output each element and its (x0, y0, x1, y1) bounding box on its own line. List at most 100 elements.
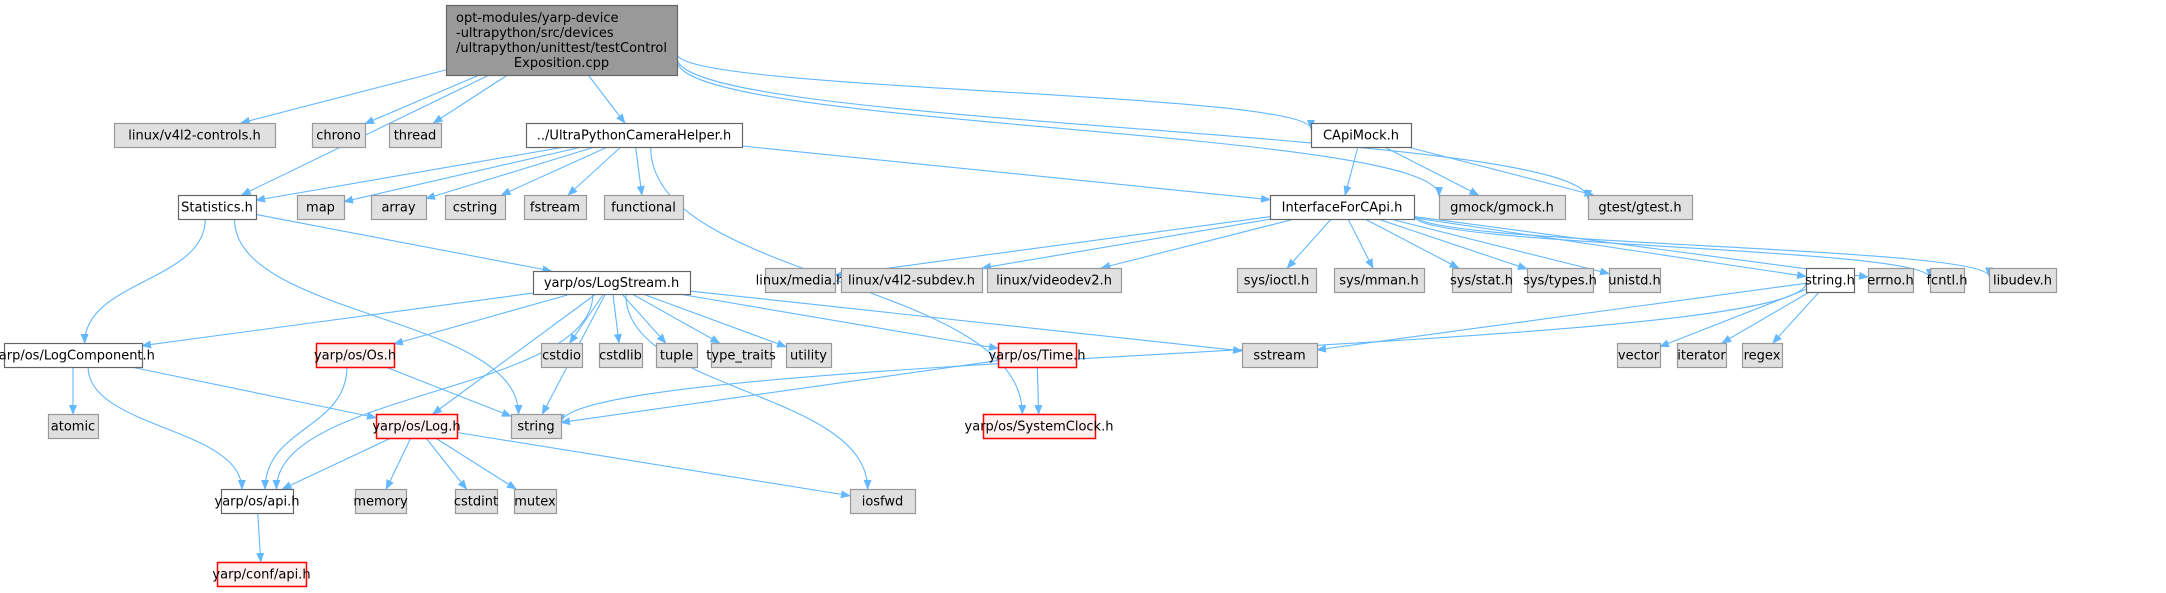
node-box[interactable] (785, 342, 833, 369)
node-mutex[interactable]: mutex (513, 488, 558, 515)
node-functional[interactable]: functional (603, 194, 685, 221)
node-box[interactable] (540, 342, 584, 369)
node-box[interactable] (840, 267, 984, 294)
node-box[interactable] (47, 413, 100, 440)
node-map[interactable]: map (296, 194, 346, 221)
node-string[interactable]: string (510, 413, 563, 440)
node-box[interactable] (1526, 267, 1595, 294)
node-box[interactable] (354, 488, 408, 515)
node-videodev2[interactable]: linux/videodev2.h (986, 267, 1123, 294)
node-box[interactable] (655, 342, 699, 369)
node-box[interactable] (220, 488, 295, 515)
node-capimock[interactable]: CApiMock.h (1310, 122, 1413, 149)
node-tuple[interactable]: tuple (655, 342, 699, 369)
node-libudev[interactable]: libudev.h (1988, 267, 2058, 294)
node-stringh[interactable]: string.h (1805, 267, 1856, 294)
node-box[interactable] (315, 342, 396, 369)
node-cstdlib[interactable]: cstdlib (598, 342, 644, 369)
node-cstring[interactable]: cstring (444, 194, 507, 221)
node-ioctl[interactable]: sys/ioctl.h (1236, 267, 1318, 294)
node-ifcapi[interactable]: InterfaceForCApi.h (1269, 194, 1416, 221)
node-box[interactable] (375, 413, 459, 440)
node-cstdint[interactable]: cstdint (454, 488, 499, 515)
node-box[interactable] (598, 342, 644, 369)
node-box[interactable] (997, 342, 1078, 369)
node-box[interactable] (1929, 267, 1966, 294)
node-media[interactable]: linux/media.h (756, 267, 845, 294)
node-box[interactable] (177, 194, 258, 221)
node-array[interactable]: array (370, 194, 428, 221)
node-stat[interactable]: sys/stat.h (1450, 267, 1513, 294)
node-logcomponent[interactable]: yarp/os/LogComponent.h (0, 342, 155, 369)
node-box[interactable] (444, 194, 507, 221)
node-types[interactable]: sys/types.h (1523, 267, 1597, 294)
node-gtest[interactable]: gtest/gtest.h (1587, 194, 1694, 221)
node-box[interactable] (525, 122, 744, 149)
node-box[interactable] (1333, 267, 1426, 294)
node-root[interactable]: opt-modules/yarp-device-ultrapython/src/… (445, 4, 679, 77)
node-box[interactable] (849, 488, 917, 515)
node-box[interactable] (1805, 267, 1856, 294)
node-mman[interactable]: sys/mman.h (1333, 267, 1426, 294)
node-api[interactable]: yarp/os/api.h (215, 488, 300, 515)
node-box[interactable] (603, 194, 685, 221)
node-gmock[interactable]: gmock/gmock.h (1438, 194, 1567, 221)
node-typetraits[interactable]: type_traits (706, 342, 776, 369)
node-box[interactable] (445, 4, 679, 77)
node-box[interactable] (986, 267, 1123, 294)
node-memory[interactable]: memory (353, 488, 408, 515)
node-thread[interactable]: thread (388, 122, 443, 149)
node-box[interactable] (113, 122, 277, 149)
node-unistd[interactable]: unistd.h (1608, 267, 1662, 294)
node-box[interactable] (1587, 194, 1694, 221)
node-v4l2controls[interactable]: linux/v4l2-controls.h (113, 122, 277, 149)
node-box[interactable] (523, 194, 588, 221)
node-confapi[interactable]: yarp/conf/api.h (212, 561, 311, 588)
node-logstream[interactable]: yarp/os/LogStream.h (532, 270, 692, 296)
node-box[interactable] (1438, 194, 1567, 221)
node-vector[interactable]: vector (1616, 342, 1662, 369)
node-chrono[interactable]: chrono (311, 122, 367, 149)
node-box[interactable] (3, 342, 144, 369)
node-box[interactable] (1269, 194, 1416, 221)
node-iterator[interactable]: iterator (1676, 342, 1728, 369)
node-os[interactable]: yarp/os/Os.h (314, 342, 396, 369)
node-box[interactable] (532, 270, 692, 296)
node-v4l2subdev[interactable]: linux/v4l2-subdev.h (840, 267, 984, 294)
node-box[interactable] (1676, 342, 1728, 369)
node-box[interactable] (1616, 342, 1662, 369)
node-box[interactable] (311, 122, 367, 149)
node-box[interactable] (1451, 267, 1513, 294)
node-errno[interactable]: errno.h (1867, 267, 1915, 294)
node-box[interactable] (370, 194, 428, 221)
node-box[interactable] (454, 488, 499, 515)
node-box[interactable] (388, 122, 443, 149)
node-utility[interactable]: utility (785, 342, 833, 369)
node-box[interactable] (216, 561, 308, 588)
node-sstream[interactable]: sstream (1241, 342, 1319, 369)
node-box[interactable] (1741, 342, 1784, 369)
node-box[interactable] (764, 267, 837, 294)
node-box[interactable] (1241, 342, 1319, 369)
node-statistics[interactable]: Statistics.h (177, 194, 258, 221)
node-atomic[interactable]: atomic (47, 413, 100, 440)
node-box[interactable] (1608, 267, 1662, 294)
node-box[interactable] (710, 342, 773, 369)
node-systemclock[interactable]: yarp/os/SystemClock.h (965, 413, 1114, 440)
node-fstream[interactable]: fstream (523, 194, 588, 221)
node-box[interactable] (510, 413, 563, 440)
node-box[interactable] (1236, 267, 1318, 294)
node-box[interactable] (513, 488, 558, 515)
node-box[interactable] (1867, 267, 1915, 294)
node-box[interactable] (982, 413, 1097, 440)
node-regex[interactable]: regex (1741, 342, 1784, 369)
node-log[interactable]: yarp/os/Log.h (372, 413, 461, 440)
node-time[interactable]: yarp/os/Time.h (989, 342, 1086, 369)
node-helper[interactable]: ../UltraPythonCameraHelper.h (525, 122, 744, 149)
node-box[interactable] (1988, 267, 2058, 294)
node-box[interactable] (296, 194, 346, 221)
node-iosfwd[interactable]: iosfwd (849, 488, 917, 515)
node-box[interactable] (1310, 122, 1413, 149)
node-cstdio[interactable]: cstdio (540, 342, 584, 369)
node-fcntl[interactable]: fcntl.h (1926, 267, 1968, 294)
